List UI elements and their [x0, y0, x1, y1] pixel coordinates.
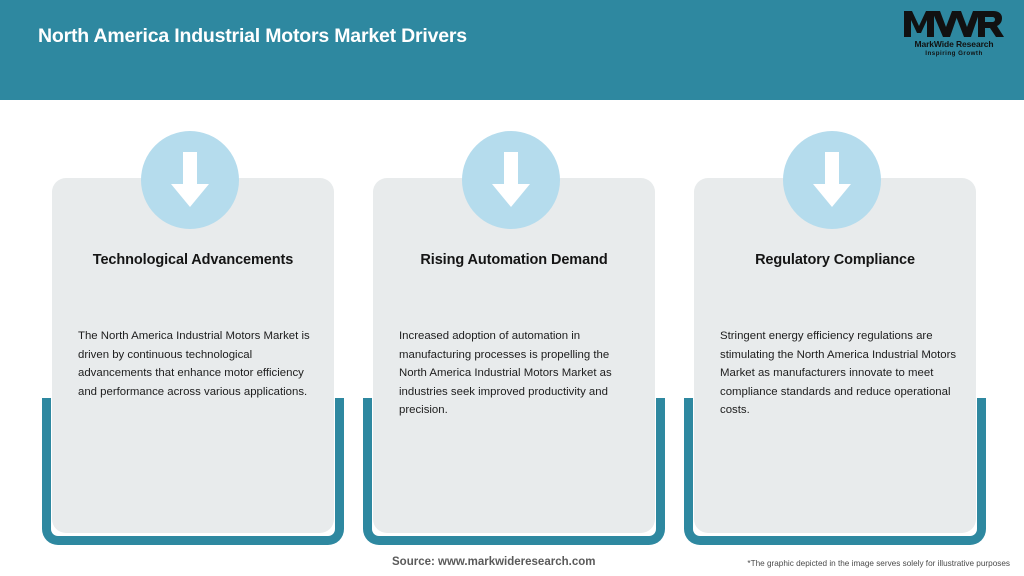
driver-card-1: Technological Advancements The North Ame…	[34, 0, 346, 576]
card-panel: Rising Automation Demand Increased adopt…	[373, 178, 655, 533]
arrow-down-icon	[462, 131, 560, 229]
mwr-monogram-icon	[904, 11, 1004, 37]
card-frame-accent	[363, 398, 665, 545]
arrow-down-icon	[783, 131, 881, 229]
card-panel: Regulatory Compliance Stringent energy e…	[694, 178, 976, 533]
card-frame-accent	[684, 398, 986, 545]
page-title: North America Industrial Motors Market D…	[38, 25, 467, 47]
card-title: Regulatory Compliance	[755, 252, 915, 268]
card-title: Rising Automation Demand	[420, 252, 608, 268]
card-frame-accent	[42, 398, 344, 545]
header-bar	[0, 0, 1024, 100]
card-body: Stringent energy efficiency regulations …	[720, 330, 957, 416]
arrow-down-icon	[141, 131, 239, 229]
disclaimer-note: *The graphic depicted in the image serve…	[747, 559, 1010, 568]
card-title: Technological Advancements	[92, 252, 294, 268]
card-body: Increased adoption of automation in manu…	[399, 330, 612, 416]
driver-card-3: Regulatory Compliance Stringent energy e…	[676, 0, 988, 576]
arrow-down-glyph	[492, 152, 530, 207]
source-label: Source: www.markwideresearch.com	[392, 556, 596, 568]
arrow-down-glyph	[171, 152, 209, 207]
brand-logo: MarkWide Research Inspiring Growth	[902, 9, 1006, 61]
driver-card-2: Rising Automation Demand Increased adopt…	[355, 0, 667, 576]
card-body: The North America Industrial Motors Mark…	[78, 330, 310, 398]
card-panel: Technological Advancements The North Ame…	[52, 178, 334, 533]
logo-tagline: Inspiring Growth	[925, 50, 983, 57]
logo-name: MarkWide Research	[914, 39, 994, 49]
arrow-down-glyph	[813, 152, 851, 207]
